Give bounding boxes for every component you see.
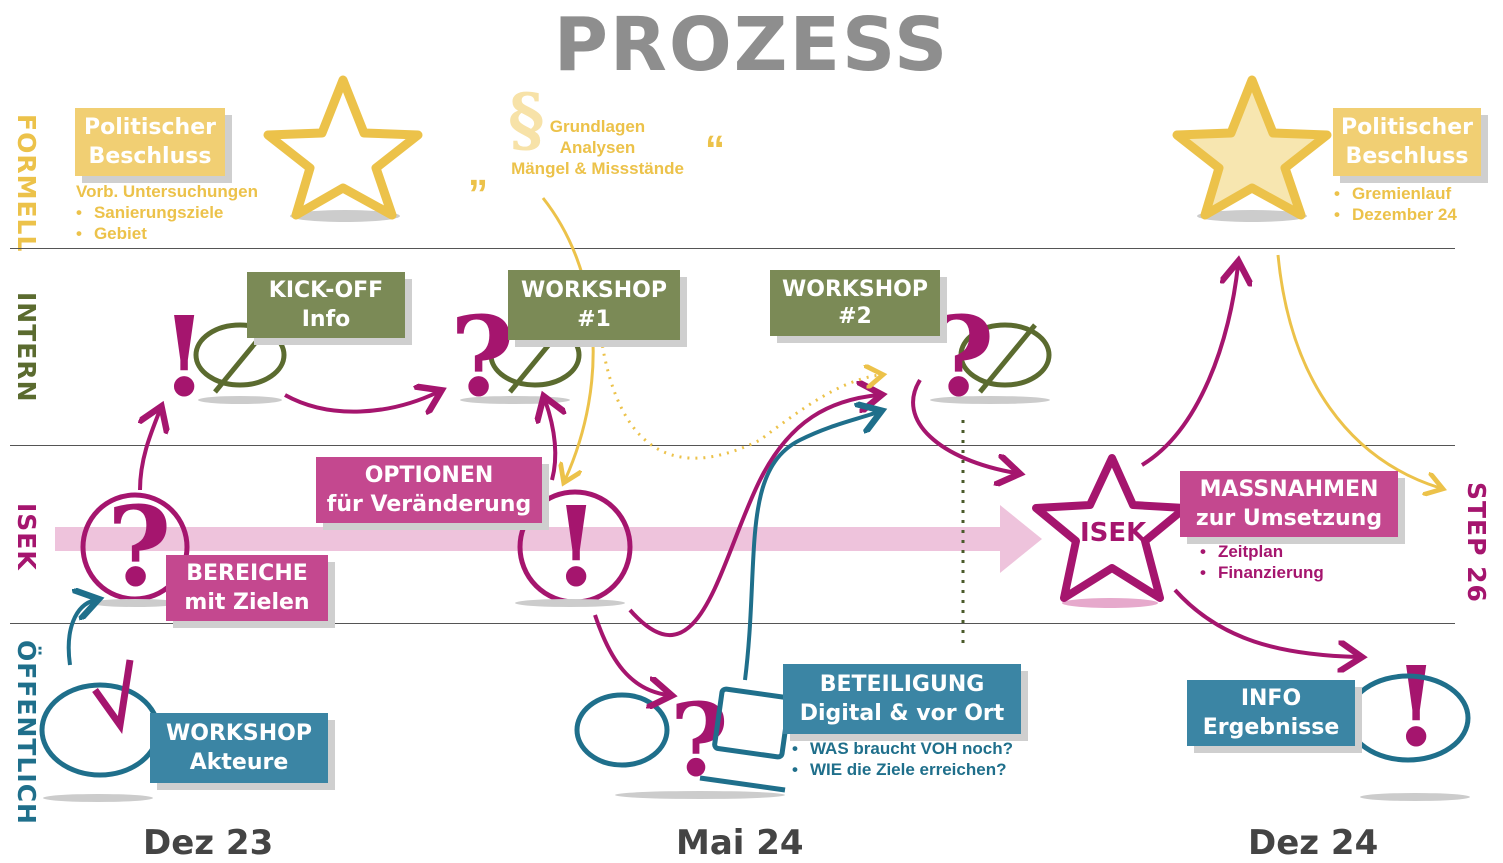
arrow bbox=[545, 400, 555, 481]
arrow bbox=[743, 412, 878, 681]
arrow bbox=[1173, 588, 1358, 657]
quote-close-icon: “ bbox=[705, 128, 725, 172]
arrow bbox=[911, 378, 1016, 473]
question-icon: ? bbox=[930, 292, 994, 421]
isek-timeline-arrow bbox=[55, 505, 1042, 573]
arrow bbox=[1140, 265, 1238, 467]
exclamation-icon: ! bbox=[160, 292, 208, 421]
row-divider bbox=[10, 623, 1455, 624]
star-icon bbox=[263, 75, 423, 222]
page-title: PROZESS bbox=[553, 2, 950, 88]
row-label-formell: FORMELL bbox=[12, 114, 41, 253]
row-divider bbox=[10, 445, 1455, 446]
arrow bbox=[140, 410, 160, 491]
note-massnahmen: ZeitplanFinanzierung bbox=[1200, 541, 1324, 583]
note-beteiligung: WAS braucht VOH noch?WIE die Ziele errei… bbox=[792, 738, 1013, 780]
isek-star-label: ISEK bbox=[1080, 518, 1147, 548]
star-icon bbox=[1172, 75, 1332, 222]
box-workshop-2: WORKSHOP#2 bbox=[770, 270, 940, 336]
arrow bbox=[66, 600, 95, 666]
isek-star-icon bbox=[1032, 454, 1189, 608]
arrow bbox=[593, 614, 668, 695]
paragraph-icon: § bbox=[508, 78, 545, 161]
exclamation-icon: ! bbox=[1392, 642, 1440, 771]
date-mai-24: Mai 24 bbox=[676, 823, 804, 863]
note-gremienlauf: GremienlaufDezember 24 bbox=[1334, 183, 1457, 225]
date-dez-23: Dez 23 bbox=[143, 823, 274, 863]
row-label-intern: INTERN bbox=[12, 292, 41, 403]
arrow bbox=[628, 395, 878, 638]
speech-bubble-icon bbox=[574, 692, 670, 768]
checkmark-icon bbox=[92, 659, 134, 735]
step-label: STEP 26 bbox=[1462, 482, 1491, 603]
row-divider bbox=[10, 248, 1455, 249]
row-label-oeffentlich: ÖFFENTLICH bbox=[12, 640, 41, 825]
arrow bbox=[284, 392, 438, 412]
exclamation-icon: ! bbox=[552, 482, 600, 611]
arrow bbox=[1276, 254, 1440, 488]
date-dez-24: Dez 24 bbox=[1248, 823, 1379, 863]
box-workshop-1: WORKSHOP#1 bbox=[508, 270, 680, 340]
quote-open-icon: „ bbox=[468, 150, 488, 194]
question-icon: ? bbox=[450, 292, 514, 421]
note-vorb-untersuchungen: Vorb. Untersuchungen SanierungszieleGebi… bbox=[76, 181, 258, 244]
dotted-arrow bbox=[598, 329, 880, 460]
row-label-isek: ISEK bbox=[12, 503, 41, 571]
